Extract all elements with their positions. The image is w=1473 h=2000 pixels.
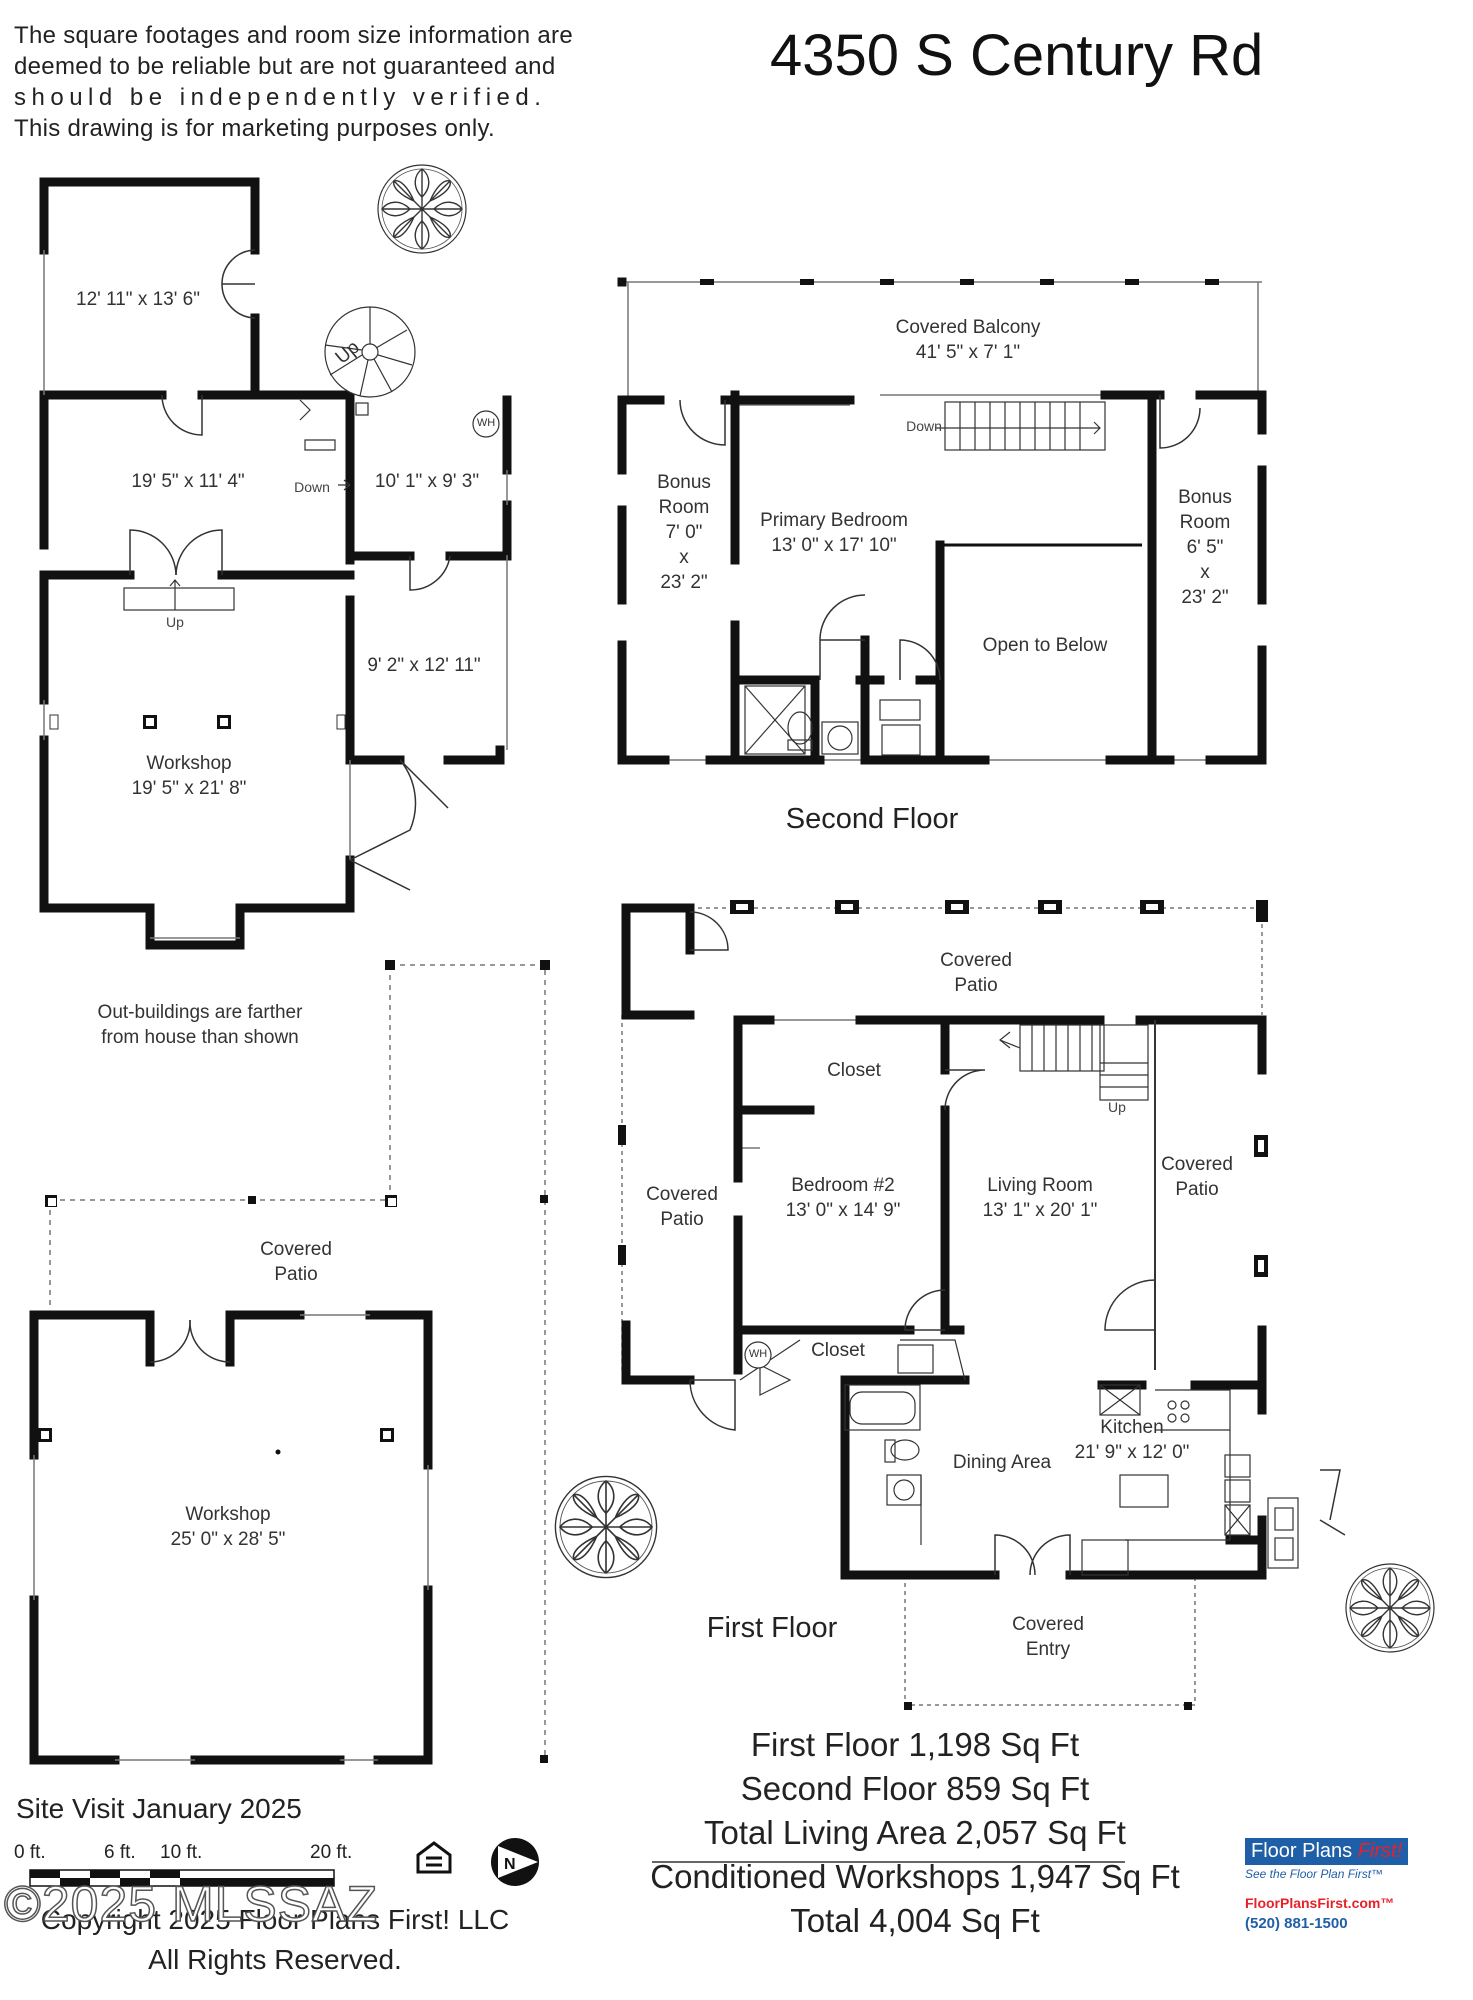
room-label-workshop: Workshop 19' 5" x 21' 8": [131, 753, 247, 799]
total-all: Total 4,004 Sq Ft: [790, 1902, 1040, 1939]
disclaimer-line: deemed to be reliable but are not guaran…: [14, 53, 556, 80]
room-label-open-to-below: Open to Below: [982, 635, 1108, 656]
disclaimer: The square footages and room size inform…: [14, 20, 614, 144]
stair-down-label: Down: [294, 479, 330, 495]
room-label-covered-patio: Covered Patio: [1161, 1154, 1233, 1200]
room-label-covered-patio: Covered Patio: [260, 1239, 332, 1285]
stair-up-label: Up: [1108, 1099, 1126, 1115]
room-dimension: 9' 2" x 12' 11": [367, 655, 481, 676]
watermark: ©2025 MLSSAZ: [3, 1875, 379, 1933]
water-heater-label: WH: [476, 417, 496, 429]
tree-icon: [1345, 1563, 1435, 1653]
room-label-living-room: Living Room 13' 1" x 20' 1": [982, 1175, 1098, 1221]
room-dimension: 10' 1" x 9' 3": [374, 471, 480, 492]
brand-url[interactable]: FloorPlansFirst.com™: [1245, 1895, 1395, 1911]
brand-logo: Floor Plans First! See the Floor Plan Fi…: [1245, 1838, 1445, 1932]
room-label-covered-patio: Covered Patio: [940, 950, 1012, 996]
first-floor-walls: [621, 903, 1267, 1580]
room-label-bedroom-2: Bedroom #2 13' 0" x 14' 9": [785, 1175, 901, 1221]
site-visit-date: Site Visit January 2025: [16, 1793, 302, 1824]
room-label-closet: Closet: [811, 1340, 865, 1361]
copyright: Copyright 2025 Floor Plans First! LLC Al…: [40, 1904, 510, 1975]
room-label-closet: Closet: [827, 1060, 881, 1081]
stair-icon: [935, 401, 1106, 451]
water-heater-icon: [472, 410, 500, 438]
room-dimension: 19' 5" x 11' 4": [131, 471, 245, 492]
room-label-bonus-room: Bonus Room 7' 0" x 23' 2": [657, 472, 711, 593]
room-label-workshop: Workshop 25' 0" x 28' 5": [170, 1504, 286, 1550]
disclaimer-line: This drawing is for marketing purposes o…: [14, 115, 495, 142]
tree-icon: [554, 1475, 658, 1579]
outbuilding-top-walls: [39, 177, 512, 950]
scale-label: 10 ft.: [160, 1842, 203, 1863]
stair-down-label: Down: [906, 418, 942, 434]
stair-icon: [999, 1024, 1149, 1101]
stair-up-label: Up: [166, 614, 184, 630]
room-label-covered-balcony: Covered Balcony 41' 5" x 7' 1": [895, 317, 1041, 363]
water-heater-icon: [744, 1341, 772, 1369]
floor-title-first: First Floor: [706, 1612, 838, 1644]
water-heater-label: WH: [748, 1348, 768, 1360]
scale-label: 6 ft.: [104, 1842, 136, 1863]
room-label-covered-entry: Covered Entry: [1012, 1614, 1084, 1660]
total-first-floor: First Floor 1,198 Sq Ft: [750, 1726, 1080, 1763]
scale-bar: [29, 1869, 335, 1887]
second-floor-walls: [617, 277, 1267, 765]
total-workshops: Conditioned Workshops 1,947 Sq Ft: [650, 1858, 1180, 1895]
room-label-kitchen: Kitchen 21' 9" x 12' 0": [1074, 1417, 1190, 1463]
tree-icon: [377, 164, 467, 254]
total-living-area: Total Living Area 2,057 Sq Ft: [704, 1814, 1126, 1851]
equal-housing-logo: [416, 1841, 452, 1874]
spiral-stair-icon: [324, 306, 416, 398]
svg-text:N: N: [504, 1856, 516, 1873]
brand-phone: (520) 881-1500: [1245, 1915, 1348, 1932]
property-address: 4350 S Century Rd: [770, 23, 1264, 88]
workshop-bottom-walls: [29, 1310, 433, 1765]
scale-label: 0 ft.: [14, 1842, 46, 1863]
room-label-covered-patio: Covered Patio: [646, 1184, 718, 1230]
door-icon: [129, 249, 451, 891]
disclaimer-line: should be independently verified.: [14, 84, 547, 111]
brand-tagline: See the Floor Plan First™: [1245, 1867, 1384, 1881]
room-label-primary-bedroom: Primary Bedroom 13' 0" x 17' 10": [760, 510, 908, 556]
north-arrow-icon: N: [491, 1838, 539, 1886]
scale-label: 20 ft.: [310, 1842, 353, 1863]
floor-title-second: Second Floor: [785, 803, 959, 835]
outbuilding-note: Out-buildings are farther from house tha…: [97, 1002, 303, 1048]
room-dimension: 12' 11" x 13' 6": [76, 289, 200, 310]
room-label-bonus-room: Bonus Room 6' 5" x 23' 2": [1178, 487, 1232, 608]
brand-name: Floor Plans First!: [1245, 1838, 1409, 1865]
total-second-floor: Second Floor 859 Sq Ft: [740, 1770, 1090, 1807]
room-label-dining-area: Dining Area: [952, 1452, 1052, 1473]
disclaimer-line: The square footages and room size inform…: [14, 22, 574, 49]
